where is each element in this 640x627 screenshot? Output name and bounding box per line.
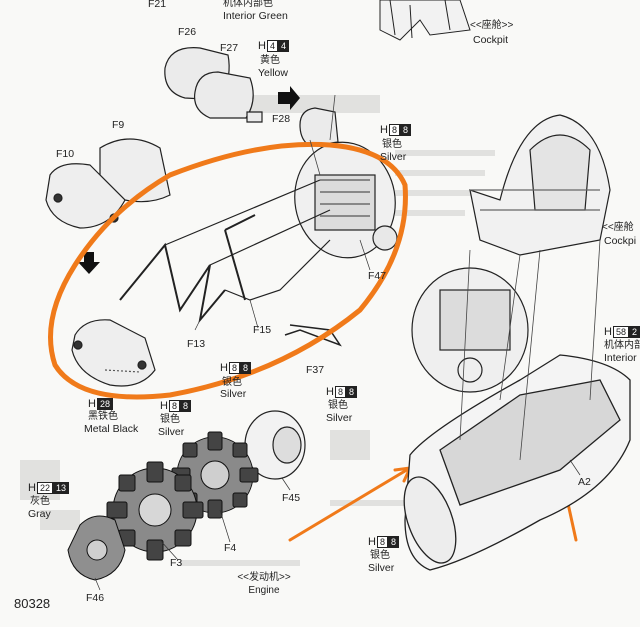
annotation-circle <box>48 141 408 400</box>
paint-number: 8 <box>228 362 240 374</box>
paint-h: H <box>326 385 334 398</box>
radial-engine-rear <box>106 461 204 561</box>
paint-callout-silver-top: H 8 8 <box>380 124 411 136</box>
cockpit-top-part <box>379 0 471 41</box>
part-label-f10: F10 <box>56 148 75 160</box>
paint-h: H <box>88 397 96 410</box>
paint-yellow-cn: 黄色 <box>260 55 280 66</box>
paint-h: H <box>28 481 36 494</box>
paint-number-alt: 8 <box>387 536 399 548</box>
paint-number-alt: 8 <box>179 400 191 412</box>
part-label-a2: A2 <box>578 476 591 488</box>
paint-h: H <box>160 399 168 412</box>
paint-h: H <box>368 535 376 548</box>
fuselage-half <box>403 354 631 571</box>
paint-callout-gray: H 22 13 <box>28 482 69 494</box>
cowl-half-lower <box>71 319 156 387</box>
page-code: 80328 <box>14 596 51 611</box>
part-label-f13: F13 <box>187 338 206 350</box>
paint-number: 8 <box>334 386 346 398</box>
paint-yellow-en: Yellow <box>258 67 288 79</box>
part-label-f47: F47 <box>368 270 387 282</box>
prop-hub-plate <box>244 410 306 480</box>
part-label-f3: F3 <box>170 557 183 569</box>
cockpit-title-en: Cockpit <box>473 34 509 46</box>
part-label-f27: F27 <box>220 42 239 54</box>
paint-callout-silver-left: H 8 8 <box>160 400 191 412</box>
paint-interior-right-cn: 机体内部 <box>604 340 640 351</box>
paint-callout-yellow: H 4 4 <box>258 40 289 52</box>
paint-h: H <box>604 325 612 338</box>
paint-number: 22 <box>36 482 53 494</box>
paint-silver-f45-en: Silver <box>326 412 353 424</box>
leader-lines <box>94 239 581 591</box>
paint-number: 8 <box>388 124 400 136</box>
engine-title-cn: <<发动机>> <box>237 572 291 583</box>
part-label-f4: F4 <box>224 542 237 554</box>
cockpit-side-cn: <<座舱 <box>602 222 634 233</box>
paint-silver-mid-en: Silver <box>220 388 247 400</box>
firewall-assembly <box>411 267 529 393</box>
cockpit-title-cn: <<座舱>> <box>470 20 514 31</box>
step-arrow-small <box>78 252 100 274</box>
cockpit-tub <box>469 114 611 256</box>
part-label-f46: F46 <box>86 592 105 604</box>
part-label-f21: F21 <box>148 0 167 10</box>
paint-silver-left-cn: 银色 <box>160 414 180 425</box>
paint-number: 58 <box>612 326 629 338</box>
paint-number-alt: 2 <box>628 326 640 338</box>
background-print <box>20 95 510 566</box>
paint-silver-top-cn: 银色 <box>382 139 402 150</box>
paint-number-alt: 8 <box>239 362 251 374</box>
part-label-f15: F15 <box>253 324 272 336</box>
interior-green-en: Interior Green <box>223 10 288 22</box>
paint-number-alt: 28 <box>96 398 113 410</box>
cockpit-side-en: Cockpi <box>604 235 637 247</box>
paint-silver-top-en: Silver <box>380 151 407 163</box>
paint-number: 4 <box>266 40 278 52</box>
part-label-f26: F26 <box>178 26 197 38</box>
paint-number-alt: 4 <box>277 40 289 52</box>
engine-gearbox <box>67 515 126 581</box>
paint-h: H <box>258 39 266 52</box>
paint-callout-silver-mid: H 8 8 <box>220 362 251 374</box>
seat-cushion-parts <box>164 47 339 147</box>
paint-h: H <box>380 123 388 136</box>
paint-number-alt: 8 <box>345 386 357 398</box>
paint-callout-metal-black: H 28 <box>88 398 113 410</box>
part-label-f9: F9 <box>112 119 125 131</box>
paint-silver-left-en: Silver <box>158 426 185 438</box>
part-label-f45: F45 <box>282 492 301 504</box>
paint-callout-interior-right: H 58 2 <box>604 326 640 338</box>
paint-gray-en: Gray <box>28 508 51 520</box>
paint-silver-bottom-en: Silver <box>368 562 395 574</box>
paint-number: 8 <box>376 536 388 548</box>
paint-metal-black-en: Metal Black <box>84 423 139 435</box>
paint-callout-silver-f45: H 8 8 <box>326 386 357 398</box>
paint-number-alt: 8 <box>399 124 411 136</box>
paint-number-alt: 13 <box>52 482 69 494</box>
engine-mount-disc <box>294 141 398 259</box>
paint-metal-black-cn: 黑铁色 <box>88 411 118 422</box>
paint-h: H <box>220 361 228 374</box>
part-label-f28: F28 <box>272 113 291 125</box>
paint-silver-f45-cn: 银色 <box>328 400 348 411</box>
paint-silver-bottom-cn: 银色 <box>370 550 390 561</box>
paint-gray-cn: 灰色 <box>30 496 50 507</box>
interior-green-cn: 机体内部色 <box>223 0 273 9</box>
engine-title-en: Engine <box>248 585 280 596</box>
paint-number: 8 <box>168 400 180 412</box>
guide-lines <box>309 94 601 461</box>
paint-silver-mid-cn: 银色 <box>222 377 242 388</box>
part-label-f37: F37 <box>306 364 325 376</box>
step-arrow <box>278 86 300 110</box>
paint-callout-silver-bottom: H 8 8 <box>368 536 399 548</box>
engine-mount-struts <box>119 179 342 347</box>
paint-interior-right-en: Interior G <box>604 352 640 364</box>
cowl-half-upper <box>45 138 171 229</box>
